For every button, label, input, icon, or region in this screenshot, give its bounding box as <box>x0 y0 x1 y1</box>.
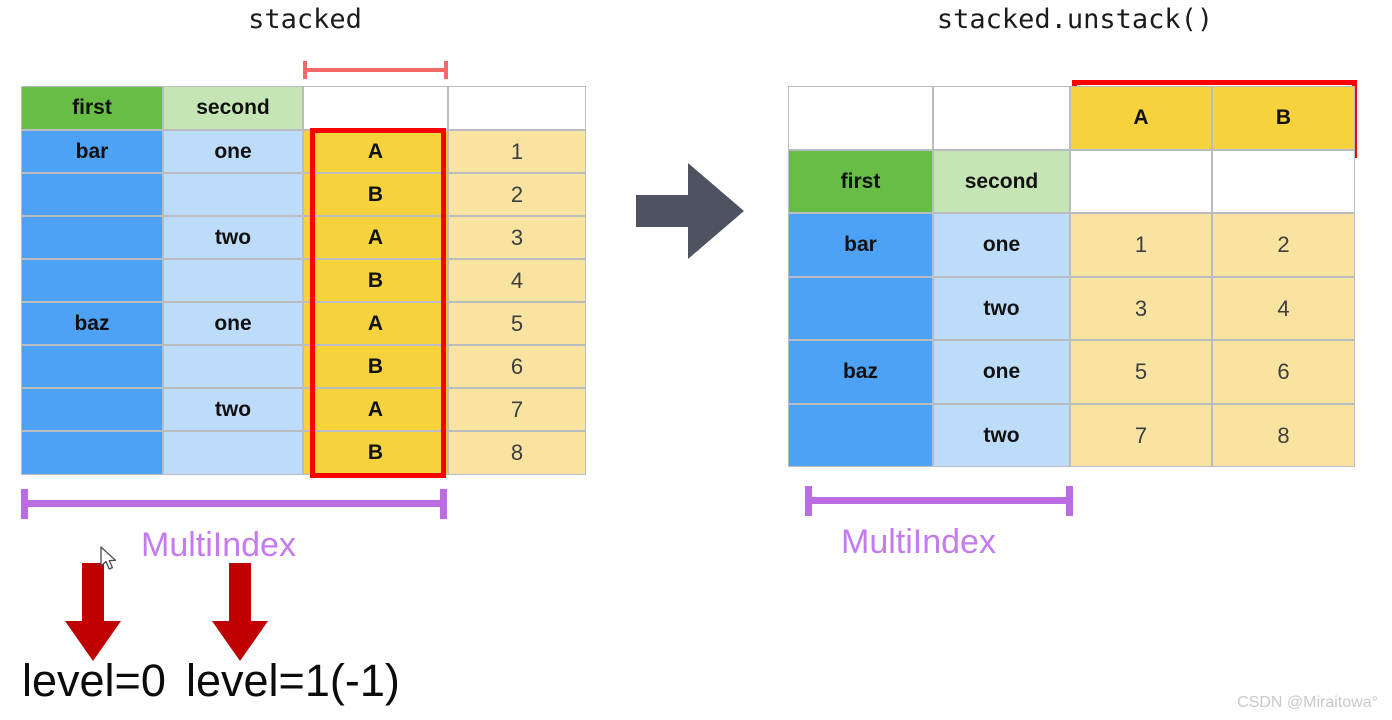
right-colheader-blank-2 <box>933 86 1070 150</box>
left-cell-first-3 <box>21 259 163 302</box>
right-header-second: second <box>933 150 1070 213</box>
right-table-title: stacked.unstack() <box>936 4 1214 35</box>
right-header-blank-a <box>1070 150 1212 213</box>
right-multiindex-label: MultiIndex <box>841 523 996 561</box>
right-cell-first-2: baz <box>788 340 933 404</box>
watermark-text: CSDN @Miraitowa° <box>1237 694 1378 711</box>
left-cell-letter-6: A <box>303 388 448 431</box>
left-header-second: second <box>163 86 303 130</box>
left-cell-first-1 <box>21 173 163 216</box>
right-cell-first-1 <box>788 277 933 340</box>
right-cell-a-3: 7 <box>1070 404 1212 467</box>
left-cell-second-1 <box>163 173 303 216</box>
left-cell-letter-1: B <box>303 173 448 216</box>
right-cell-b-2: 6 <box>1212 340 1355 404</box>
left-cell-letter-0: A <box>303 130 448 173</box>
right-cell-first-0: bar <box>788 213 933 277</box>
bracket-cap-right <box>1066 486 1073 516</box>
right-cell-a-0: 1 <box>1070 213 1212 277</box>
left-table-title: stacked <box>248 4 362 35</box>
bracket-cap-left <box>303 61 307 79</box>
left-cell-letter-4: A <box>303 302 448 345</box>
left-cell-value-4: 5 <box>448 302 586 345</box>
right-cell-a-1: 3 <box>1070 277 1212 340</box>
right-colheader-a: A <box>1070 86 1212 150</box>
right-cell-b-0: 2 <box>1212 213 1355 277</box>
right-cell-second-1: two <box>933 277 1070 340</box>
left-cell-first-7 <box>21 431 163 475</box>
right-cell-second-2: one <box>933 340 1070 404</box>
left-cell-first-2 <box>21 216 163 259</box>
left-cell-letter-5: B <box>303 345 448 388</box>
right-cell-first-3 <box>788 404 933 467</box>
level1-down-arrow-icon <box>210 563 270 663</box>
left-multiindex-label: MultiIndex <box>141 526 296 564</box>
left-cell-first-0: bar <box>21 130 163 173</box>
bracket-cap-right <box>444 61 448 79</box>
right-cell-second-3: two <box>933 404 1070 467</box>
right-cell-a-2: 5 <box>1070 340 1212 404</box>
left-cell-value-2: 3 <box>448 216 586 259</box>
left-cell-second-2: two <box>163 216 303 259</box>
right-cell-b-1: 4 <box>1212 277 1355 340</box>
left-header-first: first <box>21 86 163 130</box>
left-header-value-blank <box>448 86 586 130</box>
right-header-first: first <box>788 150 933 213</box>
bracket-bar <box>21 500 447 507</box>
left-cell-second-6: two <box>163 388 303 431</box>
left-cell-second-4: one <box>163 302 303 345</box>
right-colheader-b: B <box>1212 86 1355 150</box>
left-cell-letter-2: A <box>303 216 448 259</box>
left-cell-first-5 <box>21 345 163 388</box>
left-cell-value-3: 4 <box>448 259 586 302</box>
left-cell-second-3 <box>163 259 303 302</box>
left-cell-value-0: 1 <box>448 130 586 173</box>
left-cell-value-6: 7 <box>448 388 586 431</box>
left-cell-letter-3: B <box>303 259 448 302</box>
bracket-cap-left <box>21 489 28 519</box>
mouse-cursor-icon <box>100 546 118 572</box>
bracket-bar <box>303 68 448 72</box>
right-colheader-blank-1 <box>788 86 933 150</box>
left-cell-first-4: baz <box>21 302 163 345</box>
bracket-bar <box>805 497 1073 504</box>
left-cell-first-6 <box>21 388 163 431</box>
left-header-letter-blank <box>303 86 448 130</box>
right-cell-b-3: 8 <box>1212 404 1355 467</box>
left-cell-second-5 <box>163 345 303 388</box>
left-cell-second-0: one <box>163 130 303 173</box>
right-cell-second-0: one <box>933 213 1070 277</box>
right-header-blank-b <box>1212 150 1355 213</box>
level0-down-arrow-icon <box>63 563 123 663</box>
bracket-cap-left <box>805 486 812 516</box>
left-cell-value-7: 8 <box>448 431 586 475</box>
level1-label: level=1(-1) <box>186 655 400 706</box>
left-cell-letter-7: B <box>303 431 448 475</box>
level0-label: level=0 <box>22 655 166 706</box>
bracket-cap-right <box>440 489 447 519</box>
left-cell-second-7 <box>163 431 303 475</box>
left-cell-value-1: 2 <box>448 173 586 216</box>
transform-arrow-icon <box>636 163 744 259</box>
left-cell-value-5: 6 <box>448 345 586 388</box>
